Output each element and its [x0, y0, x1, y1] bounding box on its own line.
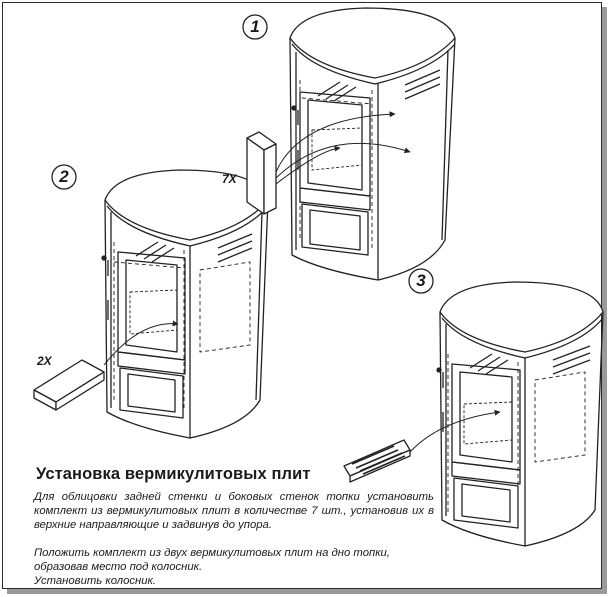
stove-step-3 [436, 281, 604, 547]
stove-step-1 [289, 7, 456, 281]
vermiculite-plate-vertical [246, 131, 277, 215]
instruction-paragraph-2: Положить комплект из двух вермикулитовых… [34, 547, 390, 573]
qty-back-plates: 7X [222, 172, 237, 186]
step-circle-1 [242, 14, 268, 40]
vermiculite-plate-bottom [33, 359, 105, 411]
stove-step-2 [101, 169, 269, 439]
qty-bottom-plates: 2X [37, 354, 52, 368]
instruction-paragraph-1: Для облицовки задней стенки и боковых ст… [34, 491, 434, 531]
instruction-paragraph-3: Установить колосник. [34, 575, 156, 587]
grate-colosnik [343, 439, 411, 483]
step-number-2: 2 [59, 167, 69, 186]
section-title: Установка вермикулитовых плит [36, 465, 311, 483]
step-circle-2 [51, 164, 77, 190]
step-number-1: 1 [250, 17, 260, 36]
step-number-3: 3 [416, 271, 426, 290]
step-circle-3 [408, 268, 434, 294]
install-arrows [103, 111, 501, 453]
